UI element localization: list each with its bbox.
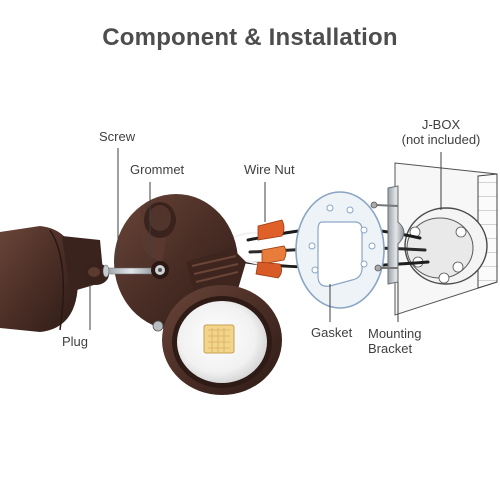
- gasket: [295, 191, 385, 309]
- led-chip: [203, 324, 235, 354]
- label-mounting: Mounting: [368, 326, 422, 341]
- label-jbox-note: (not included): [401, 132, 481, 147]
- label-mounting-bracket: Mounting Bracket: [368, 326, 421, 356]
- label-wire-nut: Wire Nut: [244, 162, 295, 177]
- label-plug: Plug: [62, 334, 89, 349]
- label-grommet: Grommet: [130, 162, 185, 177]
- label-gasket: Gasket: [311, 325, 353, 340]
- screw: [102, 264, 157, 278]
- page-title: Component & Installation: [102, 24, 398, 51]
- label-jbox: J-BOX (not included): [391, 117, 491, 147]
- label-jbox-title: J-BOX: [421, 117, 461, 132]
- left-lamp-head: [0, 226, 104, 332]
- wire-nuts: [255, 219, 287, 279]
- base-screw: [152, 320, 164, 332]
- grommet: [151, 261, 169, 279]
- mounting-bracket: [370, 185, 405, 285]
- label-screw: Screw: [99, 129, 136, 144]
- leader-lines: [89, 148, 442, 330]
- junction-box: [404, 207, 488, 285]
- plug: [83, 263, 109, 285]
- label-bracket: Bracket: [368, 341, 413, 356]
